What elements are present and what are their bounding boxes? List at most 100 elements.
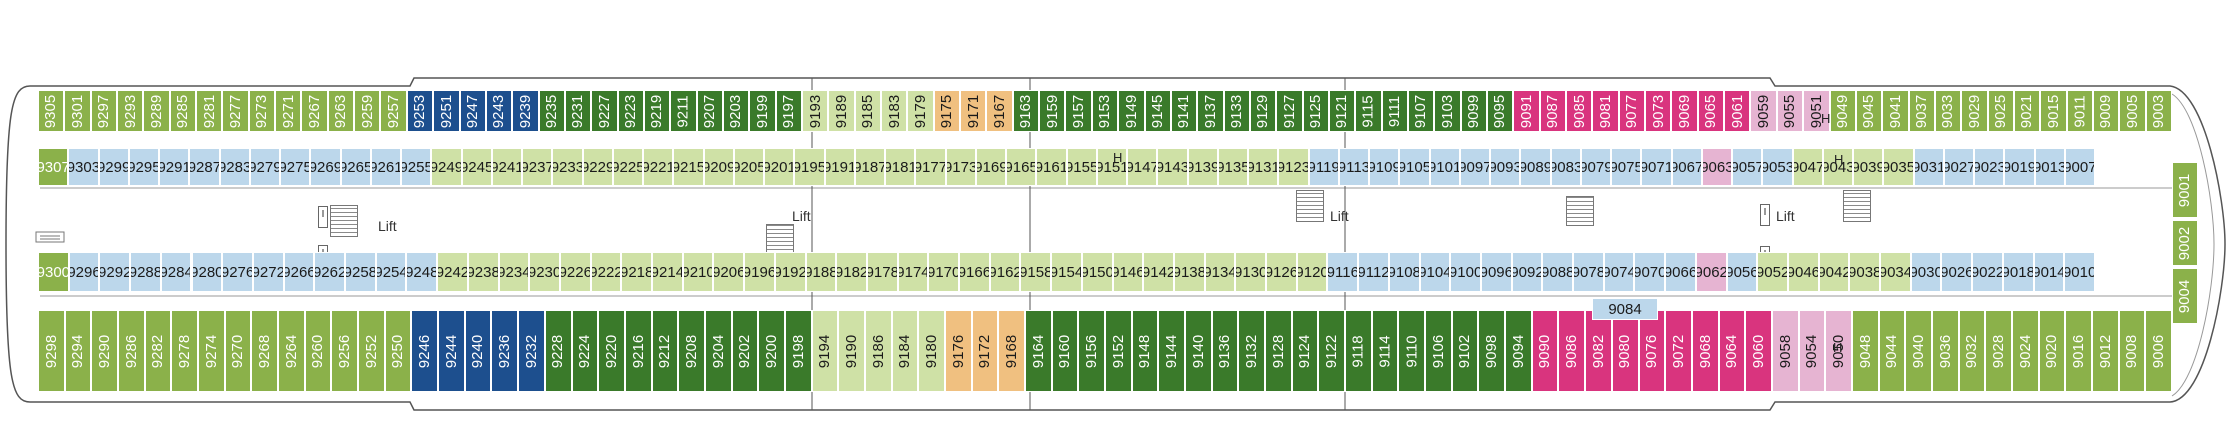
cabin-9246[interactable]: 9246	[411, 310, 439, 392]
cabin-9064[interactable]: 9064	[1718, 310, 1746, 392]
cabin-9236[interactable]: 9236	[491, 310, 519, 392]
cabin-9235[interactable]: 9235	[538, 90, 565, 132]
cabin-9088[interactable]: 9088	[1542, 252, 1574, 292]
cabin-9021[interactable]: 9021	[2013, 90, 2041, 132]
cabin-9152[interactable]: 9152	[1105, 310, 1132, 392]
cabin-9248[interactable]: 9248	[406, 252, 438, 292]
cabin-9257[interactable]: 9257	[380, 90, 407, 132]
cabin-9244[interactable]: 9244	[438, 310, 465, 392]
cabin-9279[interactable]: 9279	[249, 148, 280, 186]
cabin-9025[interactable]: 9025	[1987, 90, 2014, 132]
cabin-9221[interactable]: 9221	[643, 148, 674, 186]
cabin-9301[interactable]: 9301	[64, 90, 91, 132]
cabin-9160[interactable]: 9160	[1051, 310, 1079, 392]
cabin-9045[interactable]: 9045	[1855, 90, 1883, 132]
cabin-9215[interactable]: 9215	[673, 148, 704, 186]
cabin-9145[interactable]: 9145	[1144, 90, 1171, 132]
cabin-9116[interactable]: 9116	[1327, 252, 1359, 292]
cabin-9267[interactable]: 9267	[301, 90, 328, 132]
cabin-9271[interactable]: 9271	[275, 90, 302, 132]
cabin-9014[interactable]: 9014	[2033, 252, 2065, 292]
cabin-9211[interactable]: 9211	[670, 90, 697, 132]
cabin-9062[interactable]: 9062	[1695, 252, 1727, 292]
cabin-9231[interactable]: 9231	[564, 90, 592, 132]
cabin-9174[interactable]: 9174	[897, 252, 929, 292]
cabin-9077[interactable]: 9077	[1618, 90, 1646, 132]
cabin-9006[interactable]: 9006	[2145, 310, 2172, 392]
cabin-9251[interactable]: 9251	[433, 90, 460, 132]
cabin-9138[interactable]: 9138	[1173, 252, 1205, 292]
cabin-9226[interactable]: 9226	[559, 252, 591, 292]
cabin-9182[interactable]: 9182	[836, 252, 867, 292]
cabin-9210[interactable]: 9210	[682, 252, 714, 292]
cabin-9268[interactable]: 9268	[251, 310, 279, 392]
cabin-9272[interactable]: 9272	[252, 252, 284, 292]
cabin-9107[interactable]: 9107	[1407, 90, 1435, 132]
cabin-9278[interactable]: 9278	[171, 310, 199, 392]
cabin-9007[interactable]: 9007	[2064, 148, 2095, 186]
cabin-9183[interactable]: 9183	[881, 90, 908, 132]
cabin-9162[interactable]: 9162	[989, 252, 1021, 292]
cabin-9067[interactable]: 9067	[1671, 148, 1702, 186]
cabin-9063[interactable]: 9063	[1701, 148, 1732, 186]
cabin-9110[interactable]: 9110	[1398, 310, 1426, 392]
cabin-9167[interactable]: 9167	[986, 90, 1013, 132]
cabin-9120[interactable]: 9120	[1296, 252, 1328, 292]
cabin-9205[interactable]: 9205	[733, 148, 764, 186]
cabin-9048[interactable]: 9048	[1851, 310, 1879, 392]
cabin-9104[interactable]: 9104	[1419, 252, 1451, 292]
cabin-9053[interactable]: 9053	[1762, 148, 1793, 186]
cabin-9260[interactable]: 9260	[304, 310, 332, 392]
cabin-9023[interactable]: 9023	[1974, 148, 2005, 186]
cabin-9098[interactable]: 9098	[1478, 310, 1506, 392]
cabin-9144[interactable]: 9144	[1158, 310, 1186, 392]
cabin-9295[interactable]: 9295	[128, 148, 159, 186]
cabin-9227[interactable]: 9227	[591, 90, 618, 132]
cabin-9222[interactable]: 9222	[590, 252, 622, 292]
cabin-9058[interactable]: 9058	[1771, 310, 1799, 392]
cabin-9112[interactable]: 9112	[1358, 252, 1389, 292]
cabin-9228[interactable]: 9228	[544, 310, 572, 392]
cabin-9085[interactable]: 9085	[1566, 90, 1593, 132]
cabin-9118[interactable]: 9118	[1345, 310, 1372, 392]
cabin-9243[interactable]: 9243	[485, 90, 513, 132]
cabin-9293[interactable]: 9293	[117, 90, 144, 132]
cabin-9033[interactable]: 9033	[1934, 90, 1962, 132]
cabin-9277[interactable]: 9277	[222, 90, 249, 132]
cabin-9300[interactable]: 9300	[38, 252, 69, 292]
cabin-9047[interactable]: 9047	[1792, 148, 1823, 186]
cabin-9079[interactable]: 9079	[1580, 148, 1611, 186]
cabin-9209[interactable]: 9209	[703, 148, 734, 186]
cabin-9103[interactable]: 9103	[1434, 90, 1461, 132]
cabin-9072[interactable]: 9072	[1665, 310, 1692, 392]
cabin-9216[interactable]: 9216	[624, 310, 652, 392]
cabin-9254[interactable]: 9254	[375, 252, 407, 292]
cabin-9068[interactable]: 9068	[1691, 310, 1719, 392]
cabin-9155[interactable]: 9155	[1066, 148, 1097, 186]
cabin-9086[interactable]: 9086	[1558, 310, 1586, 392]
cabin-9140[interactable]: 9140	[1185, 310, 1212, 392]
cabin-9028[interactable]: 9028	[1985, 310, 2012, 392]
cabin-9015[interactable]: 9015	[2040, 90, 2067, 132]
cabin-9170[interactable]: 9170	[928, 252, 960, 292]
cabin-9164[interactable]: 9164	[1024, 310, 1052, 392]
cabin-9273[interactable]: 9273	[248, 90, 276, 132]
cabin-9201[interactable]: 9201	[764, 148, 795, 186]
cabin-9207[interactable]: 9207	[696, 90, 723, 132]
cabin-9043[interactable]: 9043	[1822, 148, 1853, 186]
cabin-9238[interactable]: 9238	[467, 252, 499, 292]
cabin-9275[interactable]: 9275	[280, 148, 311, 186]
cabin-9026[interactable]: 9026	[1941, 252, 1973, 292]
cabin-9154[interactable]: 9154	[1051, 252, 1082, 292]
cabin-9089[interactable]: 9089	[1520, 148, 1551, 186]
cabin-9011[interactable]: 9011	[2066, 90, 2093, 132]
cabin-9233[interactable]: 9233	[552, 148, 583, 186]
cabin-9022[interactable]: 9022	[1972, 252, 2003, 292]
cabin-9129[interactable]: 9129	[1249, 90, 1277, 132]
cabin-9165[interactable]: 9165	[1006, 148, 1037, 186]
cabin-9029[interactable]: 9029	[1961, 90, 1988, 132]
cabin-9255[interactable]: 9255	[401, 148, 432, 186]
cabin-9196[interactable]: 9196	[744, 252, 775, 292]
cabin-9190[interactable]: 9190	[838, 310, 865, 392]
cabin-9142[interactable]: 9142	[1143, 252, 1174, 292]
